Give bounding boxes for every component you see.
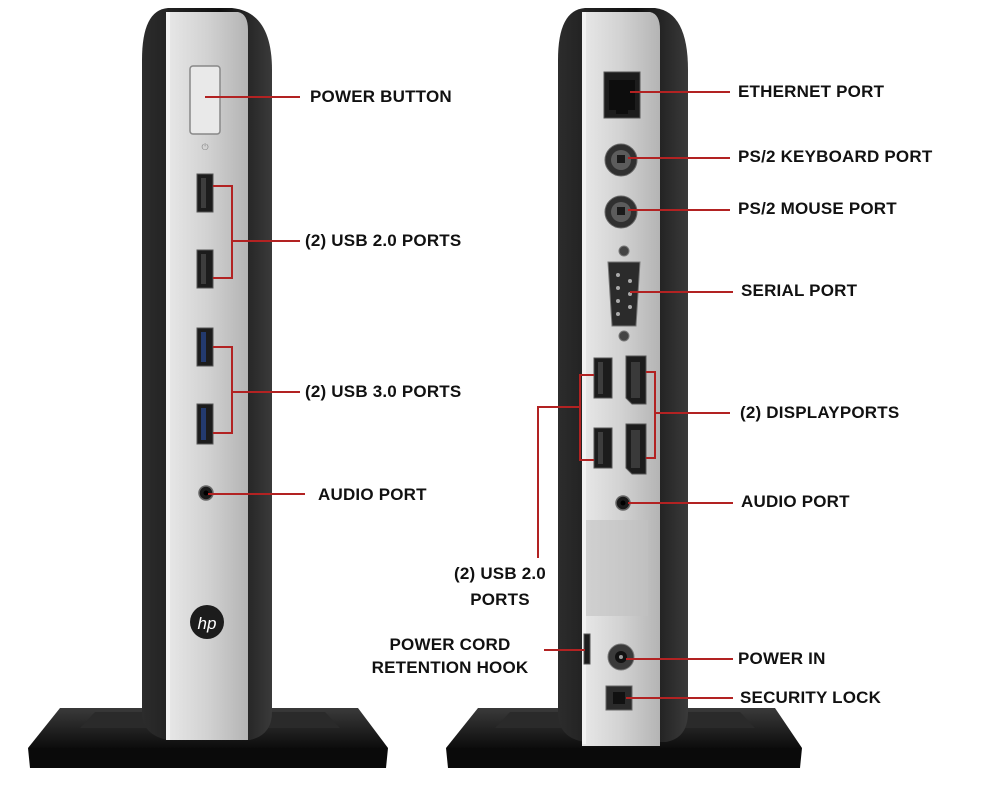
label-displayports: (2) DISPLAYPORTS bbox=[740, 403, 900, 422]
label-audio-front: AUDIO PORT bbox=[318, 485, 427, 504]
panel-edge-highlight bbox=[166, 12, 170, 740]
front-leader-lines bbox=[205, 96, 305, 495]
label-power-in: POWER IN bbox=[738, 649, 826, 668]
label-usb3-front: (2) USB 3.0 PORTS bbox=[305, 382, 462, 401]
label-usb2-front: (2) USB 2.0 PORTS bbox=[305, 231, 462, 250]
label-retention-hook: POWER CORD RETENTION HOOK bbox=[371, 635, 529, 677]
label-serial: SERIAL PORT bbox=[741, 281, 858, 300]
displayports-shape bbox=[625, 355, 647, 475]
ps2-mouse-port-shape bbox=[604, 195, 638, 229]
rear-panel-highlight bbox=[582, 12, 586, 744]
label-ps2-mouse: PS/2 MOUSE PORT bbox=[738, 199, 897, 218]
retention-hook-shape bbox=[583, 633, 591, 665]
hp-logo-text: hp bbox=[198, 614, 217, 633]
front-panel bbox=[166, 12, 248, 740]
rear-unit bbox=[446, 8, 802, 768]
security-lock-shape bbox=[605, 685, 633, 711]
label-power-button: POWER BUTTON bbox=[310, 87, 452, 106]
ps2-keyboard-port-shape bbox=[604, 143, 638, 177]
usb3-front-ports bbox=[196, 327, 214, 445]
usb2-front-ports bbox=[196, 173, 214, 289]
hp-logo-icon: hp bbox=[190, 605, 224, 639]
power-in-shape bbox=[607, 643, 635, 671]
label-usb2-rear: (2) USB 2.0 PORTS bbox=[454, 564, 546, 609]
power-symbol-icon: ⏻ bbox=[201, 142, 208, 152]
label-audio-rear: AUDIO PORT bbox=[741, 492, 850, 511]
label-security-lock: SECURITY LOCK bbox=[740, 688, 882, 707]
label-ps2-keyboard: PS/2 KEYBOARD PORT bbox=[738, 147, 933, 166]
label-ethernet: ETHERNET PORT bbox=[738, 82, 885, 101]
rear-leader-lines bbox=[537, 91, 733, 699]
power-button-shape bbox=[189, 65, 221, 135]
rear-vent-area bbox=[586, 520, 648, 616]
front-unit: ⏻ hp bbox=[28, 8, 388, 768]
ethernet-port-shape bbox=[603, 71, 641, 119]
usb2-rear-ports bbox=[593, 357, 613, 469]
